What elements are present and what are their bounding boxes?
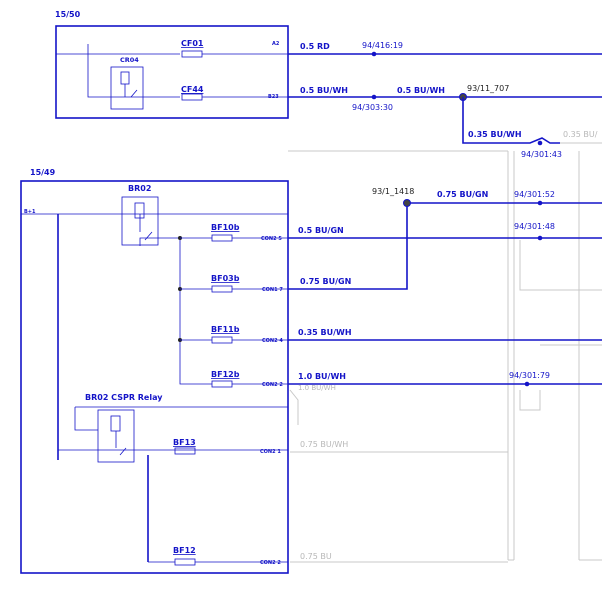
br02-feed <box>139 214 180 246</box>
pin-con2-1: CON2 1 <box>260 449 281 455</box>
wire-label-0-75-bu-wh: 0.75 BU/WH <box>300 440 348 449</box>
wire-label-0-75-bu: 0.75 BU <box>300 552 332 561</box>
relay-br02-cspr <box>97 409 135 463</box>
splice-label-94-301-43: 94/301:43 <box>521 150 562 159</box>
wire-label-0-35-bu-wh: 0.35 BU/WH <box>468 130 522 139</box>
relay-br02-contact <box>139 218 153 241</box>
splice-94-301-79[interactable] <box>524 381 530 387</box>
pin-con1-7: CON1 7 <box>262 287 283 293</box>
supply-label-15-50: 15/50 <box>55 10 81 19</box>
splice-94-301-52[interactable] <box>537 200 543 206</box>
fuse-bf11b[interactable] <box>211 336 233 344</box>
pin-con2-2a: CON2 2 <box>262 382 283 388</box>
fuse-box-15-49 <box>20 180 289 574</box>
supply-label-15-49: 15/49 <box>30 168 56 177</box>
wire-label-0-75-bu-gn: 0.75 BU/GN <box>300 277 351 286</box>
pin-con2-4: CON2 4 <box>262 338 283 344</box>
splice-label-94-301-52: 94/301:52 <box>514 190 555 199</box>
relay-cr04 <box>110 66 144 110</box>
pin-b-plus-1: B+1 <box>24 209 36 215</box>
wire-label-0-5-bu-gn: 0.5 BU/GN <box>298 226 344 235</box>
fuse-label-cf44: CF44 <box>181 85 204 94</box>
line-bf12b <box>179 375 288 385</box>
splice-label-94-416-19: 94/416:19 <box>362 41 403 50</box>
relay-cr04-coil <box>120 71 130 85</box>
splice-label-94-301-48: 94/301:48 <box>514 222 555 231</box>
fuse-label-bf11b: BF11b <box>211 325 240 334</box>
fuse-box-15-50 <box>55 25 289 119</box>
relay-br02-cspr-coil <box>110 415 121 432</box>
splice-94-301-48[interactable] <box>537 235 543 241</box>
relay-label-cr04: CR04 <box>120 56 139 64</box>
relay-label-br02-cspr: BR02 CSPR Relay <box>85 393 163 402</box>
pin-a2: A2 <box>272 41 280 47</box>
background-harness-outline <box>288 150 602 563</box>
fuse-label-bf12b: BF12b <box>211 370 240 379</box>
wire-label-0-75-bu-gn-top: 0.75 BU/GN <box>437 190 488 199</box>
fuse-bf12[interactable] <box>174 558 196 566</box>
relay-br02 <box>121 196 159 246</box>
wire-label-0-5-bu-wh-2: 0.5 BU/WH <box>397 86 445 95</box>
fuse-label-bf10b: BF10b <box>211 223 240 232</box>
fuse-bf12b[interactable] <box>211 380 233 388</box>
pin-con2-5: CON2 5 <box>261 236 282 242</box>
pin-b23: B23 <box>268 94 279 100</box>
relay-cr04-contact <box>124 84 138 98</box>
splice-label-94-303-30: 94/303:30 <box>352 103 393 112</box>
fuse-label-cf01: CF01 <box>181 39 204 48</box>
splice-label-94-301-79: 94/301:79 <box>509 371 550 380</box>
splice-94-303-30[interactable] <box>371 94 377 100</box>
bus-line-cf44 <box>87 44 288 98</box>
splice-94-301-43[interactable] <box>537 140 543 146</box>
pin-con2-2b: CON2 2 <box>260 560 281 566</box>
fuse-bf03b[interactable] <box>211 285 233 293</box>
br02-cspr-feed <box>74 406 288 431</box>
relay-label-br02: BR02 <box>128 184 151 193</box>
wire-label-0-5-rd: 0.5 RD <box>300 42 330 51</box>
fuse-label-bf13: BF13 <box>173 438 196 447</box>
fuse-label-bf03b: BF03b <box>211 274 240 283</box>
splice-label-93-1-1418: 93/1_1418 <box>372 187 414 196</box>
wire-label-0-35-bu-wh-b: 0.35 BU/WH <box>298 328 352 337</box>
fuse-cf01[interactable] <box>181 50 203 58</box>
wire-label-1-0-bu-wh-shadow: 1.0 BU/WH <box>298 384 336 392</box>
wire-0-35-bu-wh[interactable] <box>462 97 560 144</box>
relay-br02-coil <box>134 202 145 219</box>
wire-label-0-35-bu-faded: 0.35 BU/ <box>563 130 598 139</box>
wire-label-1-0-bu-wh: 1.0 BU/WH <box>298 372 346 381</box>
splice-label-93-11-707: 93/11_707 <box>467 84 509 93</box>
fuse-label-bf12: BF12 <box>173 546 196 555</box>
fuse-bf10b[interactable] <box>211 234 233 242</box>
splice-93-1-1418[interactable] <box>403 199 411 207</box>
fuse-cf44[interactable] <box>181 93 203 101</box>
wire-label-0-5-bu-wh-1: 0.5 BU/WH <box>300 86 348 95</box>
relay-br02-cspr-contact <box>115 431 127 456</box>
splice-94-416-19[interactable] <box>371 51 377 57</box>
fuse-bf13[interactable] <box>174 447 196 455</box>
wire-0-75-bu-gn[interactable] <box>288 202 602 290</box>
